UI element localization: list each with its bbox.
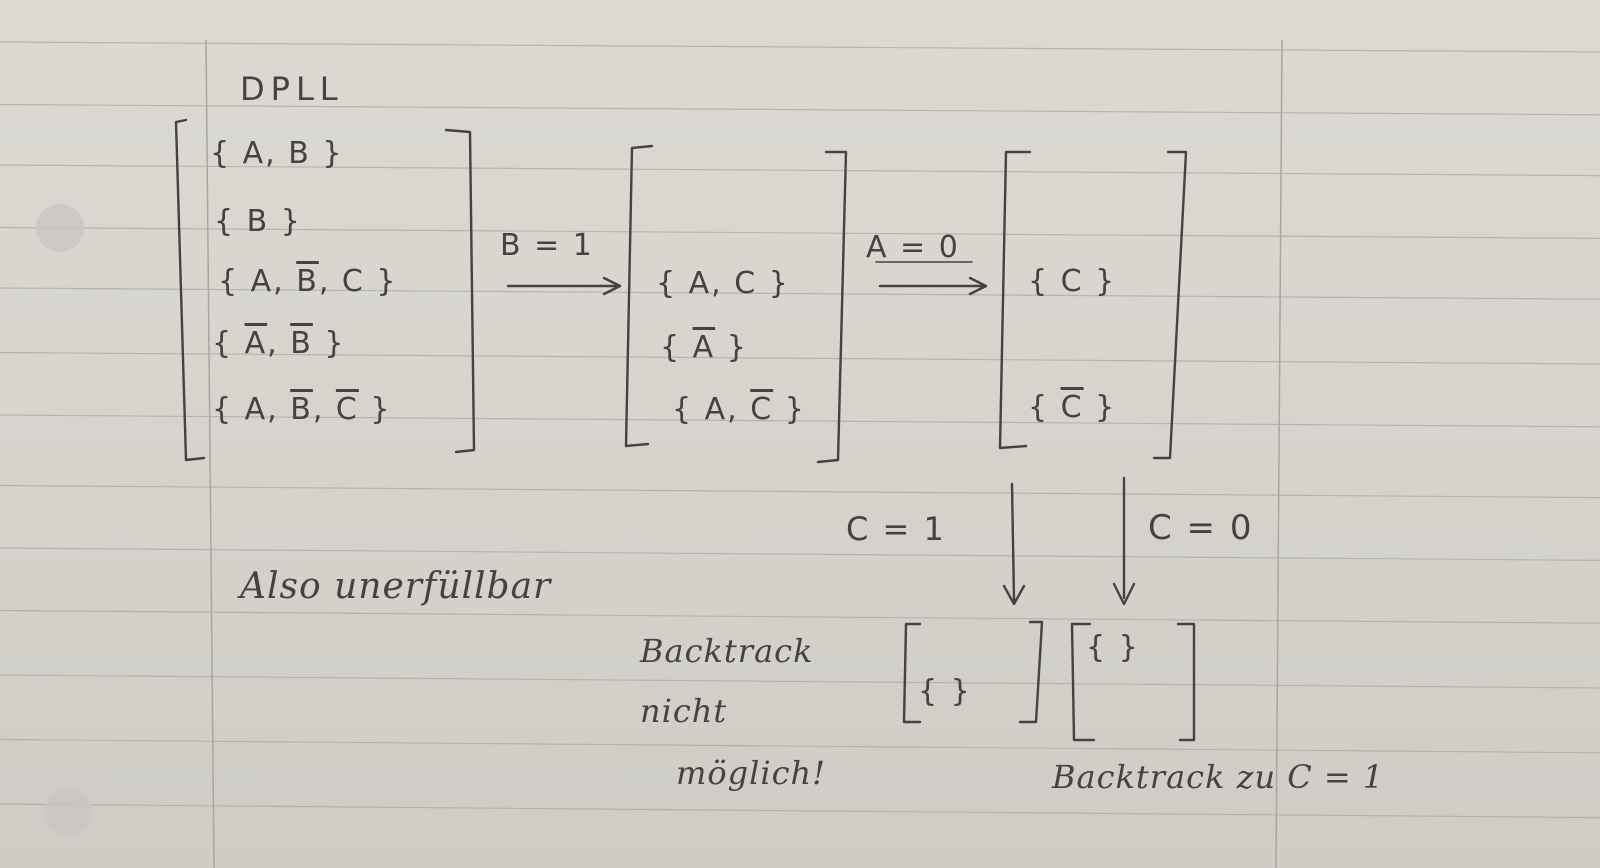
step2-label: A = 0 <box>866 230 960 265</box>
right-bracket <box>1152 150 1188 460</box>
literal: B <box>290 392 313 427</box>
clause: { C } <box>1028 264 1117 299</box>
literal: A <box>250 264 274 299</box>
left-bracket <box>174 118 206 462</box>
literal: B <box>246 204 270 239</box>
literal: A <box>242 136 266 171</box>
clause: { A, C } <box>672 392 806 427</box>
literal: C <box>750 392 774 427</box>
backtrack-left-line-1: Backtrack <box>640 632 814 670</box>
left-bracket <box>624 144 654 448</box>
right-bracket <box>1176 622 1196 742</box>
literal: C <box>341 264 365 299</box>
literal: C <box>335 392 359 427</box>
arrow-down-icon <box>1112 476 1136 606</box>
page-title: DPLL <box>240 70 344 108</box>
arrow-right-icon <box>506 276 622 296</box>
left-result-clause: { } <box>918 674 972 709</box>
ruled-line <box>0 609 1600 624</box>
literal: A <box>692 330 716 365</box>
literal: C <box>1060 390 1084 425</box>
punch-hole <box>44 788 92 836</box>
branch-left-label: C = 1 <box>846 510 946 548</box>
margin-line <box>1275 39 1283 868</box>
literal: A <box>704 392 728 427</box>
arrow-right-icon <box>878 276 988 296</box>
literal: B <box>296 264 319 299</box>
ruled-line <box>0 547 1600 562</box>
margin-line <box>205 39 215 868</box>
conclusion-text: Also unerfüllbar <box>240 566 552 607</box>
right-result-clause: { } <box>1086 630 1140 665</box>
punch-hole <box>36 204 84 252</box>
left-bracket <box>998 150 1032 450</box>
left-bracket <box>902 622 922 724</box>
backtrack-right-text: Backtrack zu C = 1 <box>1052 758 1385 796</box>
ruled-line <box>0 103 1600 116</box>
clause: { A, B } <box>212 326 346 361</box>
clause: { A, B } <box>210 136 344 171</box>
literal: C <box>1060 264 1084 299</box>
literal: A <box>688 266 712 301</box>
clause: { A, B, C } <box>212 392 392 427</box>
clause: { B } <box>214 204 302 239</box>
ruled-line <box>0 484 1600 499</box>
clause: { C } <box>1028 390 1117 425</box>
ruled-line <box>0 674 1600 689</box>
right-bracket <box>1018 620 1044 724</box>
clause: { A, B, C } <box>218 264 398 299</box>
backtrack-left-line-2: nicht <box>640 692 728 730</box>
right-bracket <box>816 150 848 464</box>
arrow-down-icon <box>1002 482 1026 606</box>
ruled-line <box>0 164 1600 177</box>
literal: B <box>288 136 311 171</box>
clause: { A, C } <box>656 266 790 301</box>
literal: B <box>290 326 313 361</box>
ruled-line <box>0 414 1600 428</box>
literal: C <box>734 266 758 301</box>
clause: { A } <box>660 330 748 365</box>
step1-label: B = 1 <box>500 228 594 263</box>
ruled-line <box>0 41 1600 53</box>
backtrack-left-line-3: möglich! <box>676 754 826 792</box>
branch-right-label: C = 0 <box>1148 508 1254 548</box>
ruled-line <box>0 803 1600 819</box>
ruled-line <box>0 351 1600 365</box>
literal: A <box>244 326 268 361</box>
ruled-line <box>0 287 1600 300</box>
ruled-line <box>0 738 1600 754</box>
right-bracket <box>444 128 476 454</box>
left-bracket <box>1070 622 1096 742</box>
ruled-line <box>0 226 1600 239</box>
literal: A <box>244 392 268 427</box>
